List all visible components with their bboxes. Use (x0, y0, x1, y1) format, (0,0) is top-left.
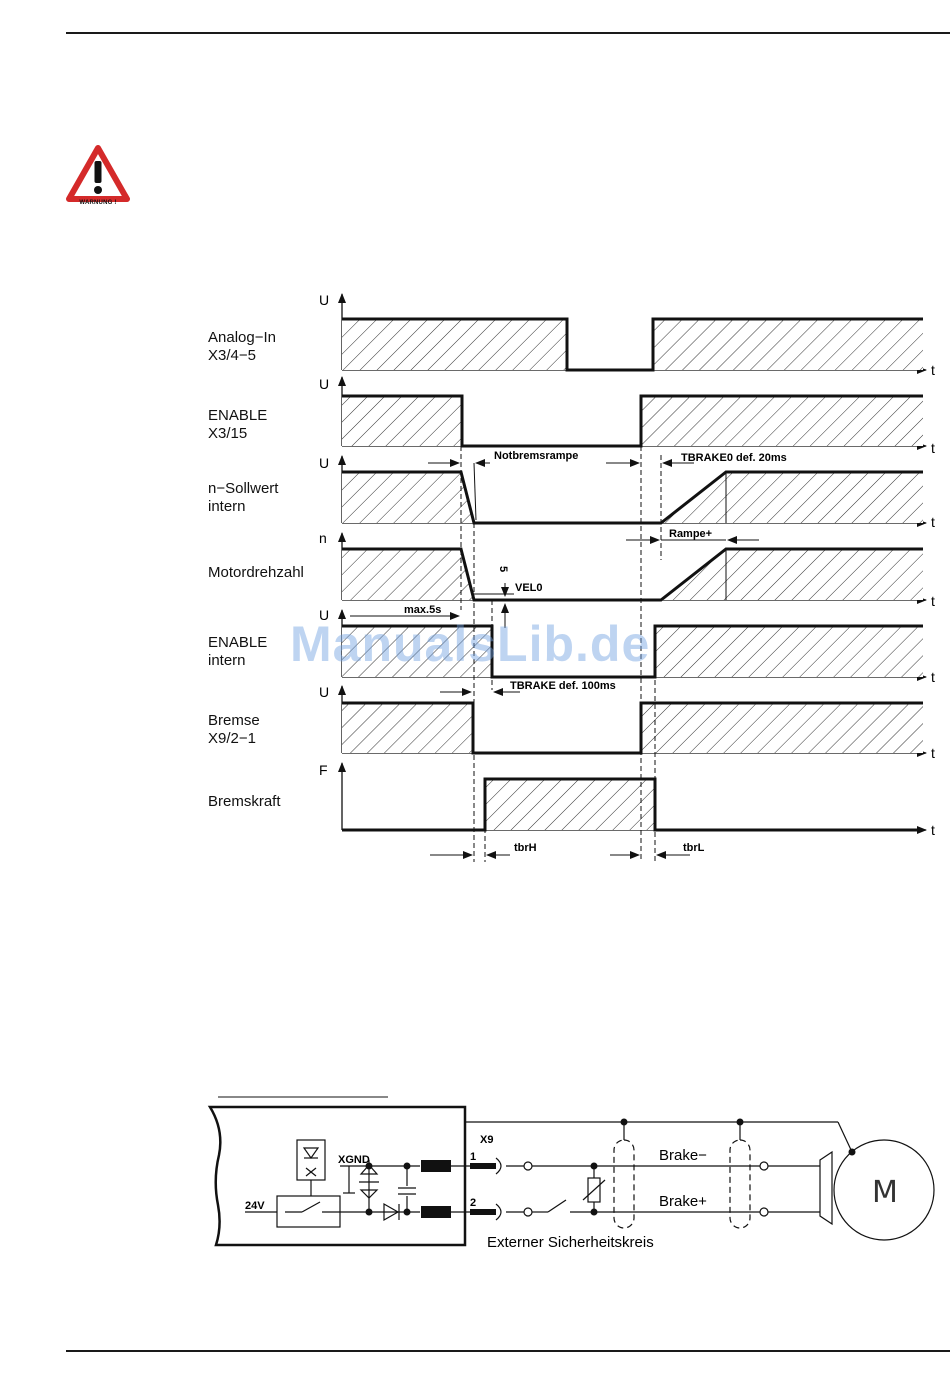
label-external-safety-circuit: Externer Sicherheitskreis (487, 1234, 654, 1251)
amplifier-box (210, 1107, 465, 1245)
label-brake-minus: Brake− (659, 1147, 707, 1164)
motor-label: M (872, 1175, 898, 1210)
label-pin1: 1 (470, 1151, 476, 1163)
label-xgnd: XGND (338, 1154, 370, 1166)
label-x9: X9 (480, 1134, 493, 1146)
label-brake-plus: Brake+ (659, 1193, 707, 1210)
label-pin2: 2 (470, 1197, 476, 1209)
label-24v: 24V (245, 1200, 265, 1212)
